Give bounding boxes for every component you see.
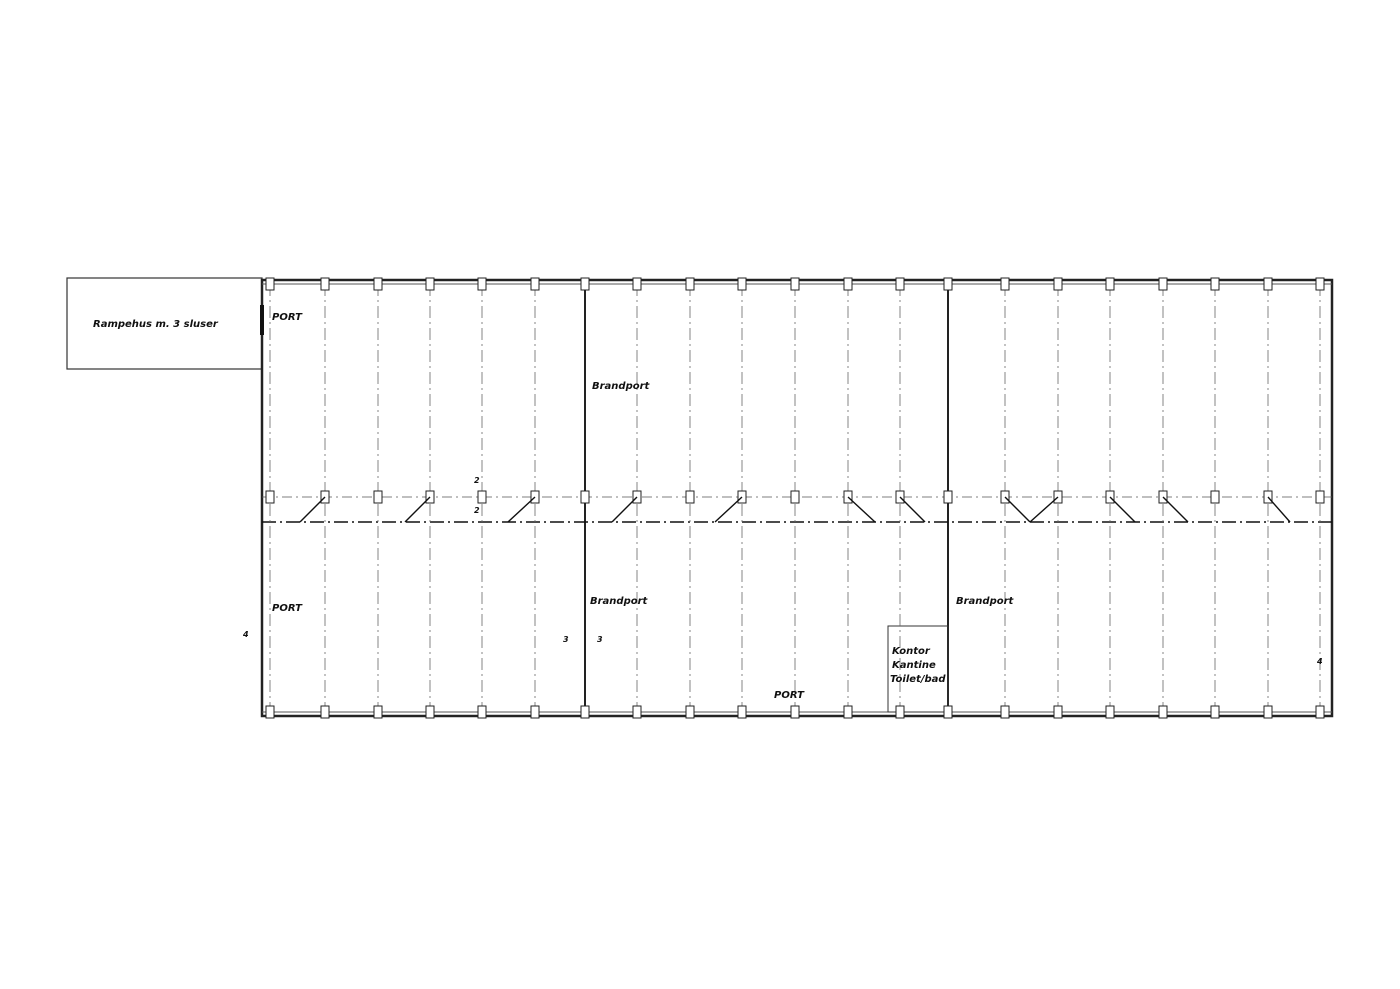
column-footing	[530, 705, 540, 719]
column-footing	[477, 490, 487, 504]
column-footing	[1158, 277, 1168, 291]
column-footing	[1210, 705, 1220, 719]
column-footing	[1315, 490, 1325, 504]
column-footing	[580, 277, 590, 291]
column-footing	[943, 277, 953, 291]
port-label: PORT	[272, 312, 302, 323]
pipe-branch	[1162, 496, 1189, 523]
port-label: PORT	[272, 603, 302, 614]
office-label: Kontor	[892, 646, 930, 657]
pipe-branch	[507, 496, 536, 523]
column-footing	[632, 277, 642, 291]
port-label: PORT	[774, 690, 804, 701]
fire-door-label: Brandport	[590, 596, 648, 607]
column-footing	[737, 277, 747, 291]
column-footing	[477, 705, 487, 719]
column-footing	[265, 705, 275, 719]
column-footing	[425, 277, 435, 291]
column-footing	[265, 490, 275, 504]
column-footing	[265, 277, 275, 291]
pipe-branch	[404, 496, 431, 523]
column-footing	[1053, 277, 1063, 291]
column-footing	[320, 705, 330, 719]
pipe-branch	[847, 496, 876, 523]
column-footing	[1263, 277, 1273, 291]
section-marker: 3	[597, 635, 603, 644]
column-footing	[843, 705, 853, 719]
column-footing	[1053, 705, 1063, 719]
pipe-branch	[611, 496, 638, 523]
pipe-branch	[1109, 496, 1136, 523]
column-footing	[580, 705, 590, 719]
column-footing	[1315, 277, 1325, 291]
column-footing	[790, 490, 800, 504]
column-footing	[1210, 277, 1220, 291]
column-footing	[843, 277, 853, 291]
column-footing	[685, 705, 695, 719]
column-footing	[943, 705, 953, 719]
toilet-label: Toilet/bad	[890, 674, 946, 685]
column-footing	[477, 277, 487, 291]
section-marker: 4	[1317, 657, 1323, 666]
column-footing	[895, 277, 905, 291]
column-footing	[895, 705, 905, 719]
annex-label: Rampehus m. 3 sluser	[93, 319, 218, 330]
pipe-branch	[1029, 496, 1059, 523]
canteen-label: Kantine	[892, 660, 936, 671]
pipe-branch	[899, 496, 926, 523]
pipe-branch	[714, 496, 743, 523]
section-marker: 2	[474, 476, 480, 485]
column-footing	[1000, 705, 1010, 719]
fire-door-label: Brandport	[592, 381, 650, 392]
column-footing	[1105, 277, 1115, 291]
column-footing	[1315, 705, 1325, 719]
column-footing	[425, 705, 435, 719]
column-footing	[373, 705, 383, 719]
column-footing	[790, 705, 800, 719]
column-footing	[1158, 705, 1168, 719]
section-marker: 3	[563, 635, 569, 644]
column-footing	[685, 277, 695, 291]
office-room	[887, 625, 949, 713]
fire-door-label: Brandport	[956, 596, 1014, 607]
column-footing	[1000, 277, 1010, 291]
section-marker: 4	[243, 630, 249, 639]
pipe-branch	[1004, 496, 1031, 523]
column-footing	[790, 277, 800, 291]
column-footing	[580, 490, 590, 504]
column-footing	[1210, 490, 1220, 504]
column-footing	[685, 490, 695, 504]
pipe-branch	[299, 496, 326, 523]
column-footing	[320, 277, 330, 291]
column-footing	[1105, 705, 1115, 719]
column-footing	[373, 277, 383, 291]
column-footing	[373, 490, 383, 504]
column-footing	[737, 705, 747, 719]
section-marker: 2	[474, 506, 480, 515]
column-footing	[632, 705, 642, 719]
column-footing	[1263, 705, 1273, 719]
pipe-branch	[1267, 496, 1291, 523]
column-footing	[530, 277, 540, 291]
column-footing	[943, 490, 953, 504]
